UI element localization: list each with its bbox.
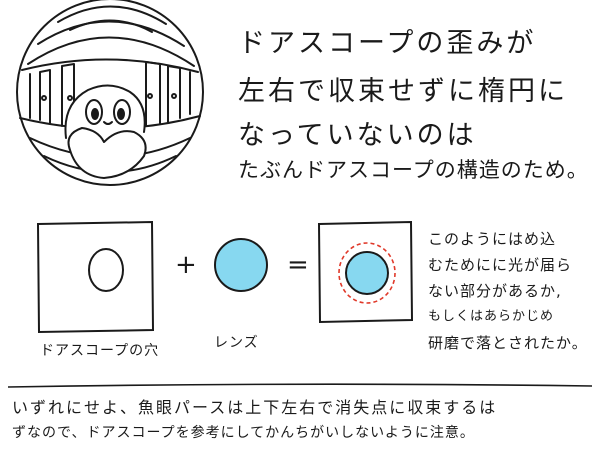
fisheye-door-knob bbox=[171, 93, 177, 99]
side-note-line-5: 研磨で落とされたか。 bbox=[428, 334, 588, 352]
lens-caption: レンズ bbox=[214, 335, 259, 351]
fisheye-character bbox=[64, 84, 147, 179]
section-divider bbox=[7, 383, 593, 388]
fisheye-door-knob bbox=[147, 93, 153, 99]
side-note-line-3: ない部分があるか, bbox=[428, 282, 562, 300]
door-scope-hole-diagram bbox=[36, 220, 155, 334]
fisheye-outer-circle bbox=[16, 0, 204, 186]
equals-sign: = bbox=[287, 250, 310, 280]
result-dashed-ring bbox=[338, 242, 396, 304]
heading-line-3: なっていないのは bbox=[238, 120, 477, 151]
bottom-note-line-1: いずれにせよ、魚眼パースは上下左右で消失点に収束するは bbox=[12, 398, 498, 417]
fisheye-door-knob bbox=[41, 95, 47, 101]
fisheye-ceiling-line bbox=[37, 20, 185, 47]
side-note-line-4: もしくはあらかじめ bbox=[428, 309, 555, 324]
combined-result-diagram bbox=[317, 220, 414, 324]
result-lens-circle bbox=[345, 251, 389, 295]
fisheye-ceiling-line bbox=[27, 36, 195, 67]
fisheye-ceiling-line bbox=[57, 5, 167, 25]
hole-circle bbox=[88, 248, 124, 292]
heading-line-1: ドアスコープの歪みが bbox=[238, 28, 537, 59]
fisheye-door-knob bbox=[67, 95, 73, 101]
fisheye-ceiling-line bbox=[69, 19, 153, 33]
side-note-line-2: むためにに光が届ら bbox=[428, 256, 573, 274]
lens-diagram bbox=[214, 238, 268, 292]
heading-line-2: 左右で収束せずに楕円に bbox=[238, 76, 568, 107]
fisheye-scope-illustration bbox=[16, 0, 204, 186]
fisheye-door bbox=[145, 61, 161, 127]
lens-circle bbox=[214, 238, 268, 292]
plus-sign: + bbox=[175, 250, 198, 280]
hole-square-frame bbox=[36, 220, 155, 334]
side-note-line-1: このようにはめ込 bbox=[428, 230, 557, 248]
result-square-frame bbox=[317, 220, 414, 324]
fisheye-door bbox=[167, 65, 181, 123]
bottom-note-line-2: ずなので、ドアスコープを参考にしてかんちがいしないように注意。 bbox=[12, 425, 475, 441]
hole-caption: ドアスコープの穴 bbox=[40, 343, 160, 359]
heading-line-4: たぶんドアスコープの構造のため。 bbox=[238, 158, 589, 182]
fisheye-door bbox=[39, 69, 51, 125]
